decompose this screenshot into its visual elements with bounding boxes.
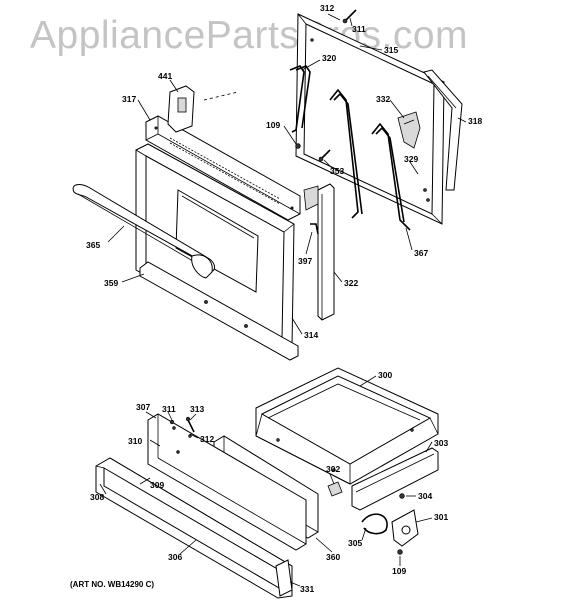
door-outer-panel [135, 143, 295, 353]
callout-109-lower: 109 [392, 566, 406, 576]
clip-397 [310, 223, 319, 235]
callout-329: 329 [404, 154, 418, 164]
drawer-outer-front [95, 457, 293, 599]
callout-300: 300 [378, 370, 392, 380]
callout-304: 304 [418, 491, 432, 501]
callout-308: 308 [90, 492, 104, 502]
callout-397: 397 [298, 256, 312, 266]
callout-365: 365 [86, 240, 100, 250]
callout-315: 315 [384, 45, 398, 55]
callout-303: 303 [434, 438, 448, 448]
drawer-screws [169, 416, 195, 433]
callout-314: 314 [304, 330, 318, 340]
hinge-rod-left [329, 88, 363, 219]
callout-322: 322 [344, 278, 358, 288]
clip-109-lower [397, 549, 403, 555]
callout-305: 305 [348, 538, 362, 548]
callout-311-lower: 311 [162, 404, 176, 414]
door-bottom-strip [139, 261, 299, 361]
callout-359: 359 [104, 278, 118, 288]
door-inner-panel [295, 13, 445, 225]
door-side-channel [303, 183, 335, 321]
screw-353 [318, 149, 331, 162]
callout-332: 332 [376, 94, 390, 104]
callout-labels: 312 311 315 320 441 317 332 318 109 329 … [86, 3, 482, 594]
end-cap-331 [275, 559, 293, 597]
callout-313: 313 [190, 404, 204, 414]
callout-312: 312 [320, 3, 334, 13]
callout-307: 307 [136, 402, 150, 412]
callout-318: 318 [468, 116, 482, 126]
drawer-body [255, 367, 439, 485]
hinge-bracket-332 [397, 111, 421, 149]
callout-306: 306 [168, 552, 182, 562]
clip-109-upper [295, 143, 301, 149]
leader-dash [203, 91, 239, 101]
leader-lines [99, 13, 467, 587]
spring-305 [361, 513, 388, 535]
callout-367: 367 [414, 248, 428, 258]
drawer-front-panel [147, 413, 307, 551]
hinge-rod-right [371, 122, 411, 231]
door-hinge-bracket-441 [167, 85, 195, 133]
drawer-roller-bracket [391, 509, 419, 547]
callout-311: 311 [352, 24, 366, 34]
callout-331: 331 [300, 584, 314, 594]
screw-311 [342, 9, 357, 24]
callout-360: 360 [326, 552, 340, 562]
callout-320: 320 [322, 53, 336, 63]
callout-109-upper: 109 [266, 120, 280, 130]
drawer-rail [351, 447, 439, 511]
callout-441: 441 [158, 71, 172, 81]
callout-353: 353 [330, 166, 344, 176]
drawer-clip-302 [327, 481, 343, 497]
callout-302: 302 [326, 464, 340, 474]
callout-310: 310 [128, 436, 142, 446]
callout-309: 309 [150, 480, 164, 490]
callout-317: 317 [122, 94, 136, 104]
callout-312-lower: 312 [200, 434, 214, 444]
screw-304 [399, 493, 405, 499]
door-side-trim [423, 69, 463, 191]
door-handle [72, 184, 215, 279]
callout-301: 301 [434, 512, 448, 522]
door-top-trim [145, 115, 301, 221]
art-number: (ART NO. WB14290 C) [70, 580, 155, 589]
hinge-320 [289, 65, 311, 133]
